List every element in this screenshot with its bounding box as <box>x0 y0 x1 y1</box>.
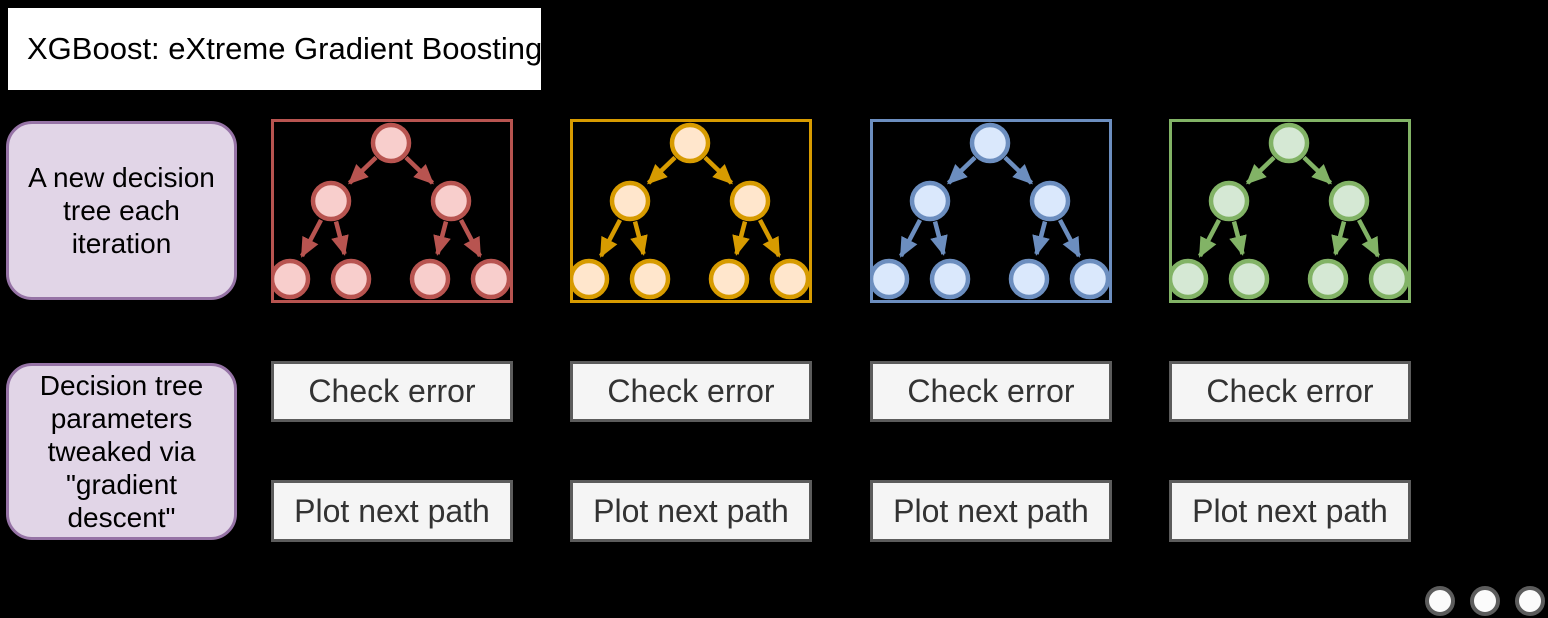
tree-node <box>708 258 750 300</box>
tree-edge-arrow <box>1302 155 1333 185</box>
tree-edge-arrow <box>1198 218 1221 258</box>
tree-frame <box>1169 119 1411 303</box>
tree-node <box>568 258 610 300</box>
tree-edge-arrow <box>347 155 378 185</box>
tree-frame <box>870 119 1112 303</box>
tree-node <box>1208 180 1250 222</box>
tree-edge-arrow <box>459 218 482 258</box>
page-title: XGBoost: eXtreme Gradient Boosting <box>8 8 543 90</box>
tree-node <box>1008 258 1050 300</box>
tree-node <box>909 180 951 222</box>
tree-frame <box>271 119 513 303</box>
tree-edge-arrow <box>1229 220 1247 256</box>
tree-frame <box>570 119 812 303</box>
tree-edge-arrow <box>1331 220 1349 256</box>
tree-panel-iteration-2 <box>568 119 812 303</box>
tree-edge-arrow <box>599 218 622 258</box>
annotation-gradient-descent: Decision tree parameters tweaked via "gr… <box>6 363 237 540</box>
tree-node <box>1228 258 1270 300</box>
annotation-gradient-descent-text: Decision tree parameters tweaked via "gr… <box>39 369 204 534</box>
tree-edge-arrow <box>703 155 734 185</box>
plot-next-path-box-iteration-4: Plot next path <box>1169 480 1411 542</box>
tree-node <box>1069 258 1111 300</box>
tree-edge-arrow <box>1245 155 1276 185</box>
tree-node <box>609 180 651 222</box>
ellipsis-dot <box>1425 586 1455 616</box>
tree-node <box>1368 258 1410 300</box>
tree-node <box>929 258 971 300</box>
tree-node <box>310 180 352 222</box>
tree-edge-arrow <box>899 218 922 258</box>
tree-node <box>868 258 910 300</box>
tree-node <box>1029 180 1071 222</box>
tree-edge-arrow <box>946 155 977 185</box>
plot-next-path-box-iteration-3: Plot next path <box>870 480 1112 542</box>
tree-edge-arrow <box>1058 218 1081 258</box>
tree-edge-arrow <box>646 155 677 185</box>
tree-edge-arrow <box>1003 155 1034 185</box>
annotation-new-tree: A new decision tree each iteration <box>6 121 237 300</box>
plot-next-path-box-iteration-1: Plot next path <box>271 480 513 542</box>
ellipsis-dot <box>1470 586 1500 616</box>
tree-node <box>629 258 671 300</box>
tree-node <box>1268 122 1310 164</box>
page-title-text: XGBoost: eXtreme Gradient Boosting <box>27 31 543 66</box>
tree-edge-arrow <box>630 220 648 256</box>
tree-panel-iteration-4 <box>1167 119 1411 303</box>
tree-node <box>769 258 811 300</box>
tree-node <box>729 180 771 222</box>
tree-node <box>409 258 451 300</box>
tree-node <box>969 122 1011 164</box>
tree-node <box>1167 258 1209 300</box>
tree-edge-arrow <box>300 218 323 258</box>
tree-node <box>470 258 512 300</box>
tree-edge-arrow <box>1032 220 1050 256</box>
tree-edge-arrow <box>758 218 781 258</box>
check-error-box-iteration-2: Check error <box>570 361 812 422</box>
tree-panel-iteration-3 <box>868 119 1112 303</box>
tree-node <box>1328 180 1370 222</box>
tree-node <box>269 258 311 300</box>
tree-node <box>430 180 472 222</box>
tree-edge-arrow <box>404 155 435 185</box>
tree-node <box>669 122 711 164</box>
tree-node <box>330 258 372 300</box>
tree-edge-arrow <box>930 220 948 256</box>
check-error-box-iteration-1: Check error <box>271 361 513 422</box>
annotation-new-tree-text: A new decision tree each iteration <box>28 161 215 260</box>
check-error-box-iteration-3: Check error <box>870 361 1112 422</box>
tree-edge-arrow <box>331 220 349 256</box>
tree-edge-arrow <box>1357 218 1380 258</box>
tree-node <box>1307 258 1349 300</box>
plot-next-path-box-iteration-2: Plot next path <box>570 480 812 542</box>
tree-node <box>370 122 412 164</box>
check-error-box-iteration-4: Check error <box>1169 361 1411 422</box>
tree-panel-iteration-1 <box>269 119 513 303</box>
tree-edge-arrow <box>732 220 750 256</box>
tree-edge-arrow <box>433 220 451 256</box>
ellipsis-dot <box>1515 586 1545 616</box>
